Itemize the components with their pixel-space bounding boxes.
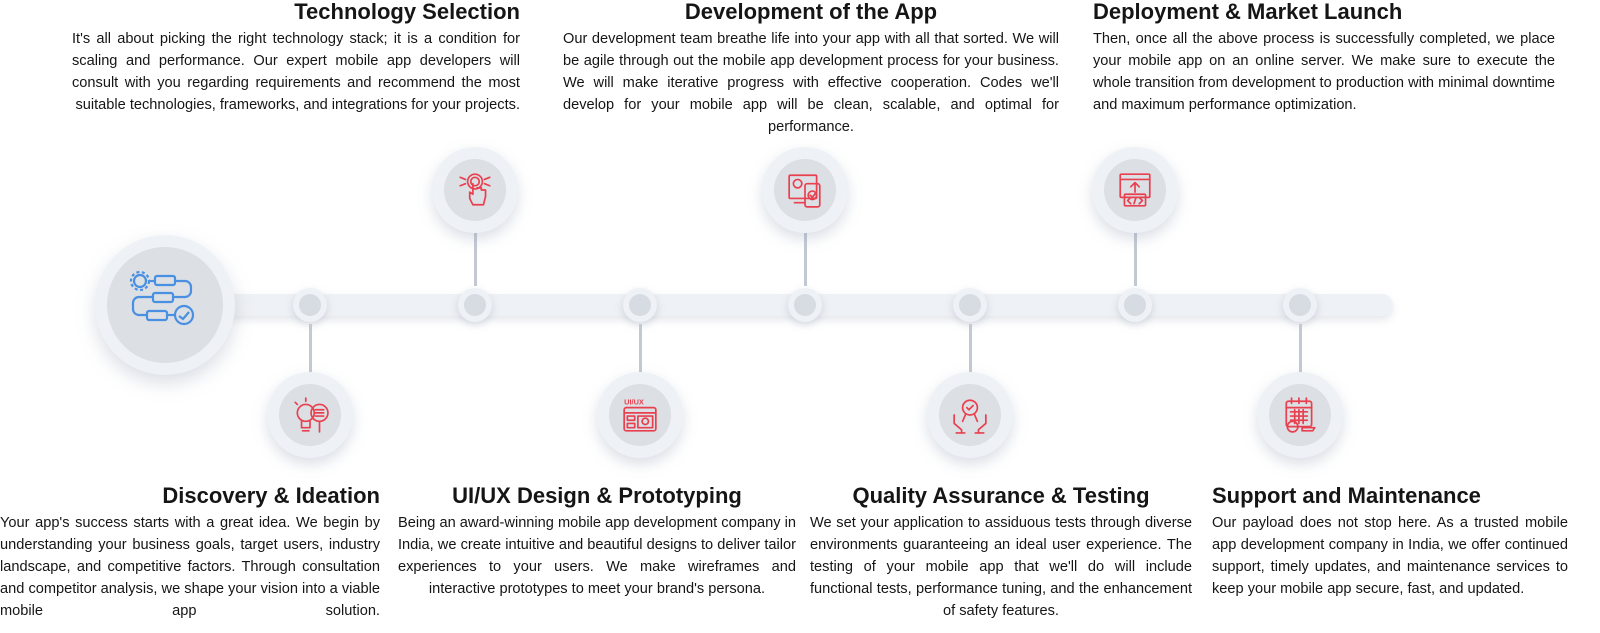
timeline-dot-development-of-the-app: [788, 288, 822, 322]
svg-text:UI/UX: UI/UX: [624, 397, 644, 406]
step-uiux: UI/UX Design & Prototyping Being an awar…: [398, 484, 796, 600]
connector-line: [968, 324, 972, 372]
connector-line: [638, 324, 642, 372]
step-title: Support and Maintenance: [1212, 483, 1481, 508]
step-description: Our development team breathe life into y…: [563, 31, 1059, 135]
timeline-dot-quality-assurance-testing: [953, 288, 987, 322]
step-title: Deployment & Market Launch: [1093, 0, 1403, 24]
connector-line: [308, 324, 312, 372]
devices-gear-icon: [788, 174, 821, 208]
ui-ux-icon: UI/UX: [623, 397, 657, 432]
step-description: Our payload does not stop here. As a tru…: [1212, 515, 1568, 597]
calendar-gear-icon: [1285, 397, 1316, 433]
step-icon-node-ui-ux-design-prototyping: UI/UX: [597, 372, 683, 458]
touch-tech-icon: [459, 173, 491, 206]
connector-line: [473, 232, 477, 286]
step-description: We set your application to assiduous tes…: [810, 515, 1192, 619]
step-support: Support and Maintenance Our payload does…: [1212, 484, 1568, 600]
step-description: Being an award-winning mobile app develo…: [398, 515, 796, 597]
workflow-gear-icon: [129, 270, 195, 326]
timeline-dot-support-and-maintenance: [1283, 288, 1317, 322]
step-description: It's all about picking the right technol…: [72, 31, 520, 113]
step-development: Development of the App Our development t…: [563, 0, 1059, 138]
step-title: UI/UX Design & Prototyping: [452, 483, 742, 508]
step-title: Quality Assurance & Testing: [852, 483, 1150, 508]
quality-badge-hands-icon: [953, 399, 987, 434]
step-icon-node-support-and-maintenance: [1257, 372, 1343, 458]
step-icon-node-quality-assurance-testing: [927, 372, 1013, 458]
timeline-dot-technology-selection: [458, 288, 492, 322]
timeline-dot-ui-ux-design-prototyping: [623, 288, 657, 322]
step-title: Technology Selection: [294, 0, 520, 24]
idea-research-icon: [294, 397, 329, 433]
timeline-dot-discovery-ideation: [293, 288, 327, 322]
step-icon-node-discovery-ideation: [267, 372, 353, 458]
connector-line: [803, 232, 807, 286]
step-description: Your app's success starts with a great i…: [0, 515, 380, 619]
connector-line: [1133, 232, 1137, 286]
step-deployment: Deployment & Market Launch Then, once al…: [1093, 0, 1555, 116]
step-technology-selection: Technology Selection It's all about pick…: [72, 0, 520, 116]
step-qa: Quality Assurance & Testing We set your …: [810, 484, 1192, 622]
deploy-code-icon: [1119, 173, 1151, 207]
step-title: Discovery & Ideation: [162, 483, 380, 508]
step-icon-node-development-of-the-app: [762, 147, 848, 233]
step-icon-node-technology-selection: [432, 147, 518, 233]
connector-line: [1298, 324, 1302, 372]
step-title: Development of the App: [684, 0, 938, 24]
process-start-node: [95, 235, 235, 375]
timeline-dot-deployment-market-launch: [1118, 288, 1152, 322]
step-discovery: Discovery & Ideation Your app's success …: [0, 484, 380, 622]
step-icon-node-deployment-market-launch: [1092, 147, 1178, 233]
step-description: Then, once all the above process is succ…: [1093, 31, 1555, 113]
